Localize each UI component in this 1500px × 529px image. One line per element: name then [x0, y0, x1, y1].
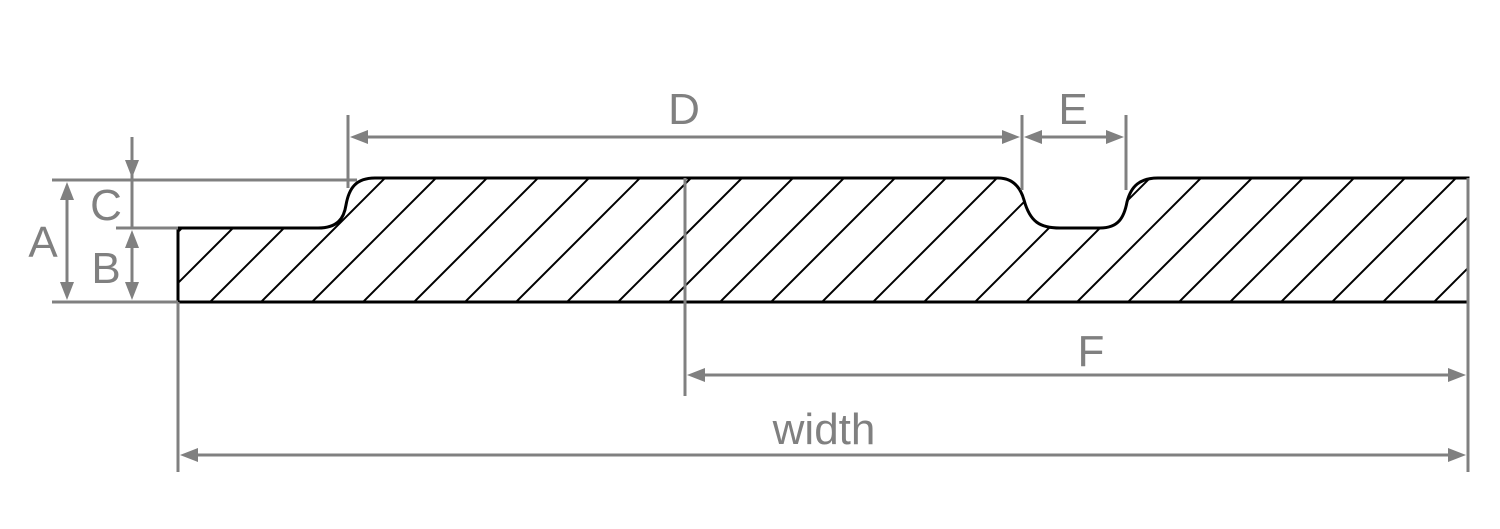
hatch-line	[558, 178, 700, 302]
label-width: width	[772, 405, 876, 454]
hatch-line	[405, 178, 547, 302]
hatch-line	[864, 178, 1006, 302]
dimension-e: E	[1024, 85, 1124, 144]
hatch-line	[1068, 178, 1210, 302]
label-a: A	[28, 218, 58, 267]
profile-outline	[176, 176, 1470, 304]
label-d: D	[668, 85, 700, 134]
hatch-line	[1425, 178, 1468, 302]
hatch-line	[660, 178, 802, 302]
section-hatching	[178, 170, 1500, 310]
hatch-line	[966, 178, 1108, 302]
dimension-f: F	[687, 327, 1466, 382]
hatch-line	[1170, 178, 1312, 302]
hatch-line	[762, 178, 904, 302]
dimension-b: B	[91, 230, 139, 300]
hatch-line	[711, 178, 853, 302]
dimension-d: D	[350, 85, 1020, 144]
hatch-line	[252, 178, 394, 302]
label-e: E	[1058, 85, 1087, 134]
hatch-line	[813, 178, 955, 302]
hatch-line	[915, 178, 1057, 302]
extension-lines	[52, 115, 1470, 472]
hatch-line	[609, 178, 751, 302]
label-b: B	[91, 244, 120, 293]
hatch-line	[201, 178, 343, 302]
label-c: C	[90, 181, 122, 230]
hatch-line	[1323, 178, 1465, 302]
hatch-line	[1119, 178, 1261, 302]
hatch-line	[1374, 178, 1468, 302]
hatch-line	[303, 178, 445, 302]
dimension-a: A	[28, 182, 74, 300]
hatch-line	[456, 178, 598, 302]
dimension-c: C	[90, 137, 139, 230]
hatch-line	[1477, 170, 1500, 310]
hatch-line	[507, 178, 649, 302]
hatch-line	[354, 178, 496, 302]
dimension-width: width	[180, 405, 1466, 462]
hatch-line	[1221, 178, 1363, 302]
label-f: F	[1078, 327, 1105, 376]
hatch-line	[1272, 178, 1414, 302]
hatch-line	[178, 178, 292, 302]
hatch-line	[1017, 178, 1159, 302]
